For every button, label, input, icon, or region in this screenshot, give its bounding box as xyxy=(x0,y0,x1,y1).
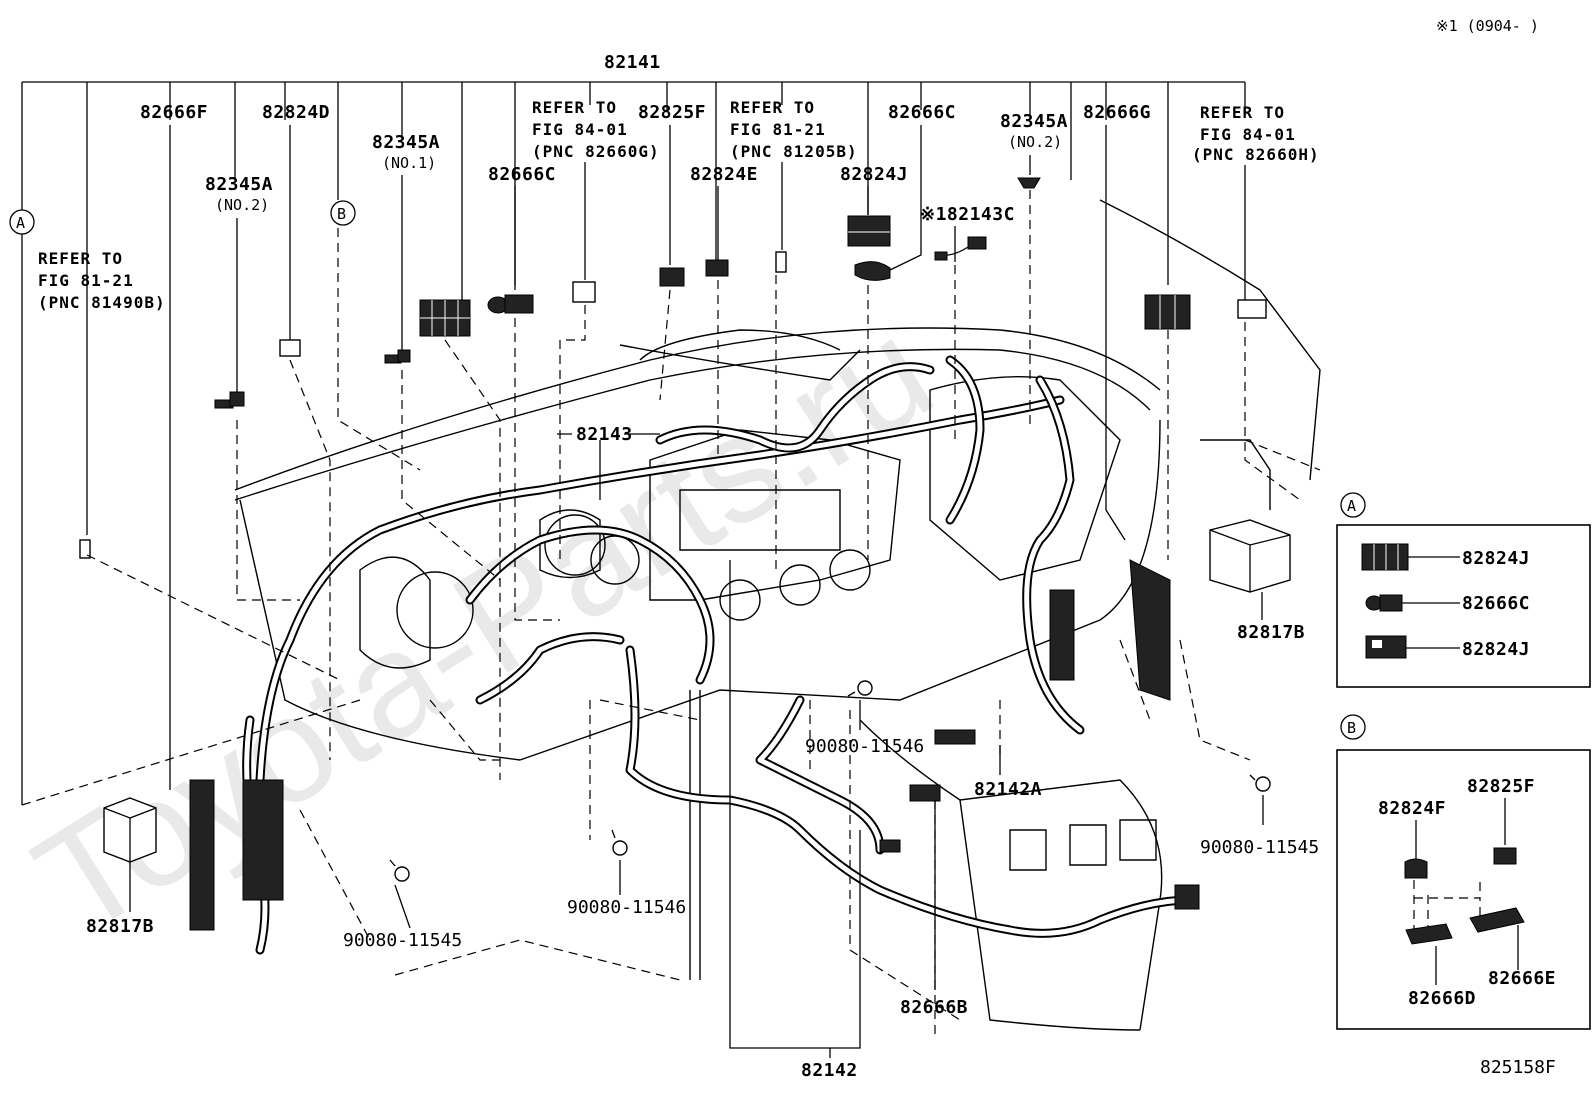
inset-a-item-1: 82824J xyxy=(1462,548,1530,569)
inset-b-82824F: 82824F xyxy=(1378,798,1446,819)
ref-left-line3: (PNC 81490B) xyxy=(38,293,166,312)
sublabel-no2-right: (NO.2) xyxy=(1008,133,1062,151)
ref-left-line2: FIG 81-21 xyxy=(38,271,134,290)
inset-b-82825F: 82825F xyxy=(1467,776,1535,797)
inset-b-tag: B xyxy=(1347,719,1356,737)
ref-mid2-line2: FIG 81-21 xyxy=(730,120,826,139)
sublabel-no1: (NO.1) xyxy=(382,154,436,172)
label-82666C-left: 82666C xyxy=(488,164,556,185)
label-bolt-90080-11546-lower: 90080-11546 xyxy=(567,897,686,918)
label-82142A: 82142A xyxy=(974,779,1042,800)
dashed-leaders xyxy=(21,190,1321,1035)
label-82824E: 82824E xyxy=(690,164,758,185)
ref-mid2-line3: (PNC 81205B) xyxy=(730,142,858,161)
label-82666G: 82666G xyxy=(1083,102,1151,123)
ref-right-line3: (PNC 82660H) xyxy=(1192,145,1320,164)
label-bolt-90080-11545-left: 90080-11545 xyxy=(343,930,462,951)
callout-b: B xyxy=(330,200,356,226)
label-82345A-no1: 82345A xyxy=(372,132,440,153)
label-82817B-left: 82817B xyxy=(86,916,154,937)
label-82817B-right: 82817B xyxy=(1237,622,1305,643)
bottom-leaders xyxy=(129,440,1264,1058)
junction-blocks xyxy=(189,559,1200,931)
bolts xyxy=(389,680,1271,882)
label-82142: 82142 xyxy=(801,1060,858,1081)
leader-82666G xyxy=(1105,125,1126,541)
label-82143C: ※182143C xyxy=(920,204,1015,225)
inset-a-tag: A xyxy=(1347,497,1356,515)
svg-text:A: A xyxy=(16,214,25,232)
inset-a-item-2: 82666C xyxy=(1462,593,1530,614)
harness-main-82141 xyxy=(242,355,1085,955)
inset-b-82666E: 82666E xyxy=(1488,968,1556,989)
main-harness-leader-bus xyxy=(21,81,1246,805)
inset-b: B 82824F 82825F 82666D 82666E xyxy=(1336,714,1591,1030)
label-82666B: 82666B xyxy=(900,997,968,1018)
ref-right-line1: REFER TO xyxy=(1200,103,1285,122)
top-connectors xyxy=(79,177,1267,559)
ref-mid1-line1: REFER TO xyxy=(532,98,617,117)
header-note: ※1 (0904- ) xyxy=(1436,17,1539,35)
figure-id: 825158F xyxy=(1480,1057,1556,1078)
label-82824J-top: 82824J xyxy=(840,164,908,185)
inset-a: A 82824J 82666C 82824J xyxy=(1336,492,1591,688)
label-bolt-90080-11545-right: 90080-11545 xyxy=(1200,837,1319,858)
label-82345A-no2-left: 82345A xyxy=(205,174,273,195)
watermark: Toyota-Parts.ru xyxy=(8,286,960,967)
leader-82666C-right xyxy=(889,125,922,271)
label-82141: 82141 xyxy=(604,52,661,73)
inset-a-item-3: 82824J xyxy=(1462,639,1530,660)
label-82824D: 82824D xyxy=(262,102,330,123)
callout-a: A xyxy=(9,209,35,235)
dashboard-body xyxy=(234,199,1321,1031)
sublabel-no2-left: (NO.2) xyxy=(215,196,269,214)
relay-82817B-left xyxy=(103,797,157,863)
label-82825F-top: 82825F xyxy=(638,102,706,123)
inset-b-82666D: 82666D xyxy=(1408,988,1476,1009)
ref-mid2-line1: REFER TO xyxy=(730,98,815,117)
ref-right-line2: FIG 84-01 xyxy=(1200,125,1296,144)
ref-mid1-line3: (PNC 82660G) xyxy=(532,142,660,161)
ref-mid1-line2: FIG 84-01 xyxy=(532,120,628,139)
label-82345A-no2-right: 82345A xyxy=(1000,111,1068,132)
relay-82817B-right xyxy=(1209,519,1291,593)
label-82666C-right: 82666C xyxy=(888,102,956,123)
harness-82143 xyxy=(465,525,715,705)
label-bolt-90080-11546-upper: 90080-11546 xyxy=(805,736,924,757)
label-82666F: 82666F xyxy=(140,102,208,123)
harness-82142 xyxy=(625,645,1195,938)
label-82143: 82143 xyxy=(576,424,633,445)
ref-left-line1: REFER TO xyxy=(38,249,123,268)
svg-text:B: B xyxy=(337,205,346,223)
